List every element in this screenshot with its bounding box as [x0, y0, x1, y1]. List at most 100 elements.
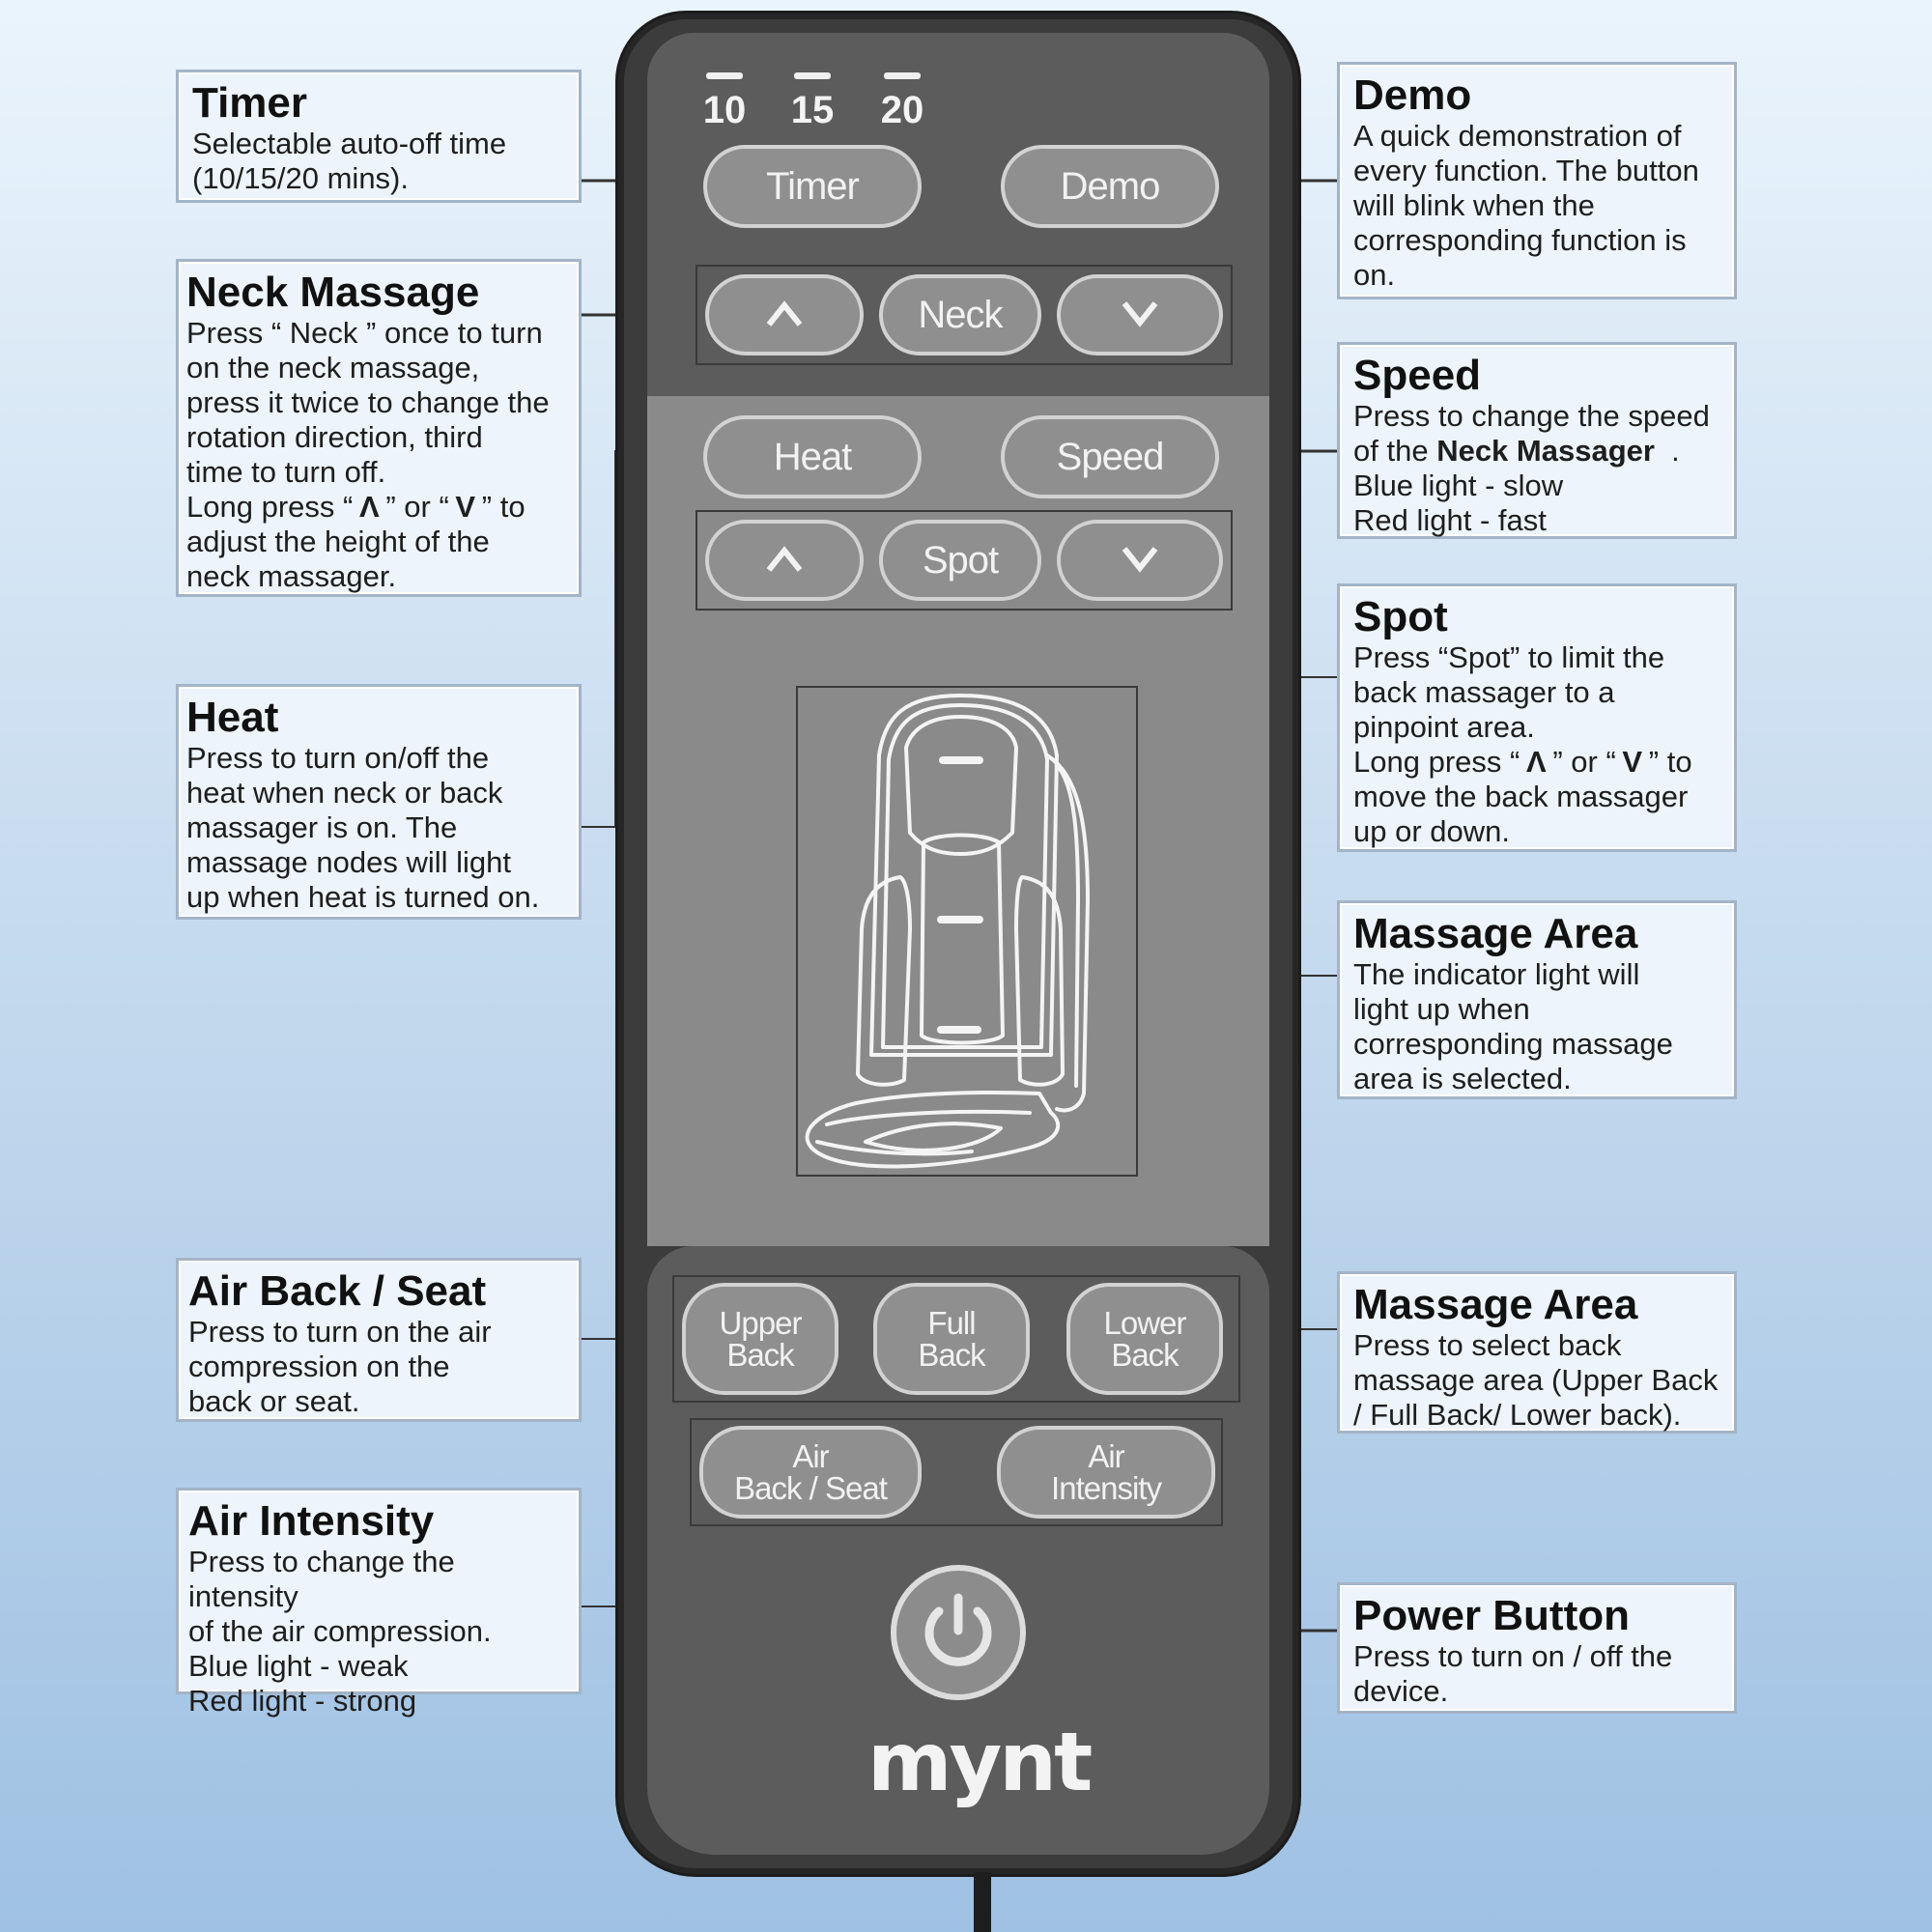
massage-area-indicator: [796, 686, 1138, 1177]
spot-button[interactable]: Spot: [879, 520, 1041, 601]
massage-area-indicator-title: Massage Area: [1353, 910, 1638, 957]
air-intensity-callout-line: Blue light - weak: [188, 1649, 409, 1683]
air-back-callout: Air Back / Seat Press to turn on the air…: [176, 1258, 582, 1422]
back-area-row-frame: [672, 1275, 1240, 1403]
full-back-label-2: Back: [918, 1337, 985, 1373]
air-back-callout-line: Press to turn on the air: [188, 1315, 492, 1349]
demo-callout-line: on.: [1353, 258, 1396, 292]
upper-back-label-1: Upper: [719, 1305, 803, 1341]
timer-label-10: 10: [702, 89, 747, 131]
massage-area-indicator-line: The indicator light will: [1353, 957, 1640, 991]
chevron-up-icon: [765, 544, 804, 577]
to-text: ” to: [481, 490, 526, 524]
neck-callout-line: press it twice to change the: [186, 385, 550, 419]
spot-callout-line: move the back massager: [1353, 780, 1689, 813]
massage-area-select-line: massage area (Upper Back: [1353, 1363, 1719, 1397]
timer-callout-line: (10/15/20 mins).: [192, 161, 409, 195]
spot-callout: Spot Press “Spot” to limit the back mass…: [1337, 583, 1737, 852]
speed-callout-line: Press to change the speed: [1353, 399, 1710, 433]
air-intensity-callout-line: of the air compression.: [188, 1614, 492, 1648]
or-text: ” or “: [385, 490, 449, 524]
brand-logo: mynt: [867, 1715, 1093, 1809]
neck-down-button[interactable]: [1057, 274, 1223, 355]
timer-callout-line: Selectable auto-off time: [192, 127, 507, 160]
lower-back-button[interactable]: Lower Back: [1066, 1283, 1223, 1395]
massage-area-select-title: Massage Area: [1353, 1281, 1638, 1328]
air-intensity-label-1: Air: [1088, 1438, 1124, 1474]
upper-back-label-2: Back: [726, 1337, 794, 1373]
spot-up-button[interactable]: [705, 520, 864, 601]
air-intensity-button[interactable]: Air Intensity: [997, 1426, 1215, 1519]
chevron-up-icon: Λ: [358, 490, 380, 524]
air-row-frame: [690, 1418, 1223, 1526]
air-intensity-callout-line: Press to change the intensity: [188, 1545, 455, 1613]
power-button[interactable]: [891, 1565, 1026, 1700]
neck-callout: Neck Massage Press “ Neck ” once to turn…: [176, 259, 582, 597]
spot-callout-title: Spot: [1353, 593, 1448, 640]
power-icon: [924, 1593, 992, 1666]
heat-callout-line: massager is on. The: [186, 810, 458, 844]
speed-callout: Speed Press to change the speed of the N…: [1337, 342, 1737, 539]
speed-button[interactable]: Speed: [1001, 415, 1219, 498]
heat-callout-line: Press to turn on/off the: [186, 741, 490, 775]
long-press-text: Long press “: [1353, 745, 1520, 779]
air-back-seat-button[interactable]: Air Back / Seat: [699, 1426, 922, 1519]
chevron-up-icon: Λ: [1525, 745, 1547, 779]
timer-indicator-15: [794, 72, 831, 79]
neck-callout-line: neck massager.: [186, 559, 397, 593]
heat-button[interactable]: Heat: [703, 415, 922, 498]
massage-area-select-line: / Full Back/ Lower back).: [1353, 1398, 1682, 1432]
massage-area-select-callout: Massage Area Press to select back massag…: [1337, 1271, 1737, 1434]
speed-line-pre: of the: [1353, 434, 1429, 468]
timer-button[interactable]: Timer: [703, 145, 922, 228]
lower-back-label-1: Lower: [1103, 1305, 1187, 1341]
full-back-button[interactable]: Full Back: [873, 1283, 1030, 1395]
power-callout: Power Button Press to turn on / off the …: [1337, 1582, 1737, 1714]
demo-callout-line: every function. The button: [1353, 154, 1699, 187]
power-callout-line: Press to turn on / off the: [1353, 1639, 1673, 1673]
spot-long-press-line: Long press “Λ” or “V” to: [1353, 745, 1720, 780]
air-back-seat-label-1: Air: [792, 1438, 829, 1474]
spot-callout-line: up or down.: [1353, 814, 1510, 848]
timer-label-15: 15: [790, 89, 835, 131]
neck-callout-line: rotation direction, third: [186, 420, 483, 454]
demo-callout-line: A quick demonstration of: [1353, 119, 1682, 153]
neck-callout-line: on the neck massage,: [186, 351, 480, 384]
demo-callout: Demo A quick demonstration of every func…: [1337, 62, 1737, 299]
demo-callout-line: corresponding function is: [1353, 223, 1687, 257]
timer-indicator-20: [884, 72, 921, 79]
neck-button[interactable]: Neck: [879, 274, 1041, 355]
air-intensity-callout-title: Air Intensity: [188, 1497, 435, 1545]
chevron-down-icon: V: [455, 490, 476, 524]
speed-callout-line: of the Neck Massager .: [1353, 434, 1720, 469]
remote-control: 10 15 20 Timer Demo Neck Heat Speed Spot: [618, 14, 1298, 1874]
long-press-text: Long press “: [186, 490, 354, 524]
air-intensity-callout: Air Intensity Press to change the intens…: [176, 1488, 582, 1718]
spot-callout-line: back massager to a: [1353, 675, 1615, 709]
air-back-callout-line: back or seat.: [188, 1384, 360, 1418]
neck-callout-line: time to turn off.: [186, 455, 386, 489]
full-back-label-1: Full: [927, 1305, 976, 1341]
timer-callout-title: Timer: [192, 79, 308, 127]
speed-callout-title: Speed: [1353, 352, 1482, 399]
power-cord: [974, 1872, 991, 1932]
spot-callout-line: Press “Spot” to limit the: [1353, 640, 1665, 674]
power-callout-title: Power Button: [1353, 1592, 1630, 1639]
neck-callout-line: Press “ Neck ” once to turn: [186, 316, 543, 350]
neck-up-button[interactable]: [705, 274, 864, 355]
massage-area-indicator-line: corresponding massage: [1353, 1027, 1673, 1061]
speed-callout-line: Red light - fast: [1353, 503, 1547, 537]
air-back-callout-line: compression on the: [188, 1350, 450, 1383]
chevron-down-icon: [1121, 298, 1159, 331]
lower-back-label-2: Back: [1111, 1337, 1179, 1373]
massage-area-indicator-line: light up when: [1353, 992, 1530, 1026]
demo-button[interactable]: Demo: [1001, 145, 1219, 228]
chevron-up-icon: [765, 298, 804, 331]
spot-down-button[interactable]: [1057, 520, 1223, 601]
massage-area-indicator-line: area is selected.: [1353, 1062, 1572, 1095]
heat-callout-line: massage nodes will light: [186, 845, 512, 879]
massage-area-select-line: Press to select back: [1353, 1328, 1622, 1362]
air-back-seat-label-2: Back / Seat: [734, 1470, 888, 1506]
upper-back-button[interactable]: Upper Back: [682, 1283, 838, 1395]
chevron-down-icon: [1121, 544, 1159, 577]
